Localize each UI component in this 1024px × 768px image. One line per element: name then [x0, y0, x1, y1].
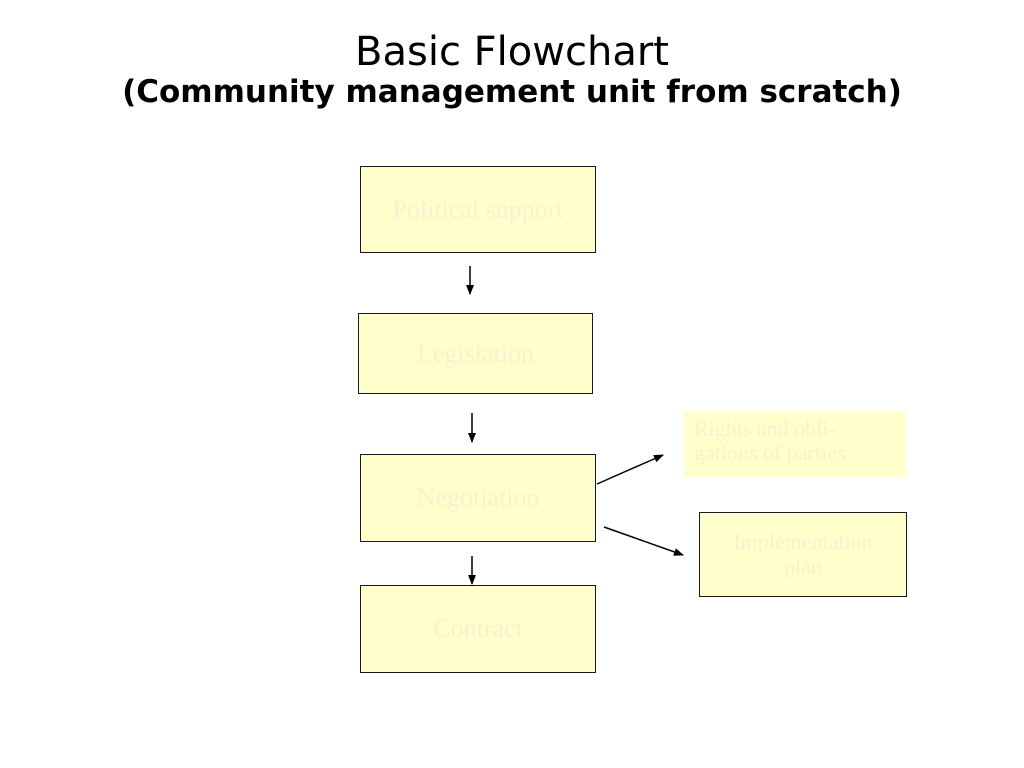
- node-legislation: Legislation: [358, 313, 593, 394]
- node-label: Political support: [392, 194, 564, 224]
- node-label: Implementation plan: [733, 529, 873, 579]
- node-contract: Contract: [360, 585, 596, 673]
- title-main: Basic Flowchart: [355, 29, 669, 75]
- arrow-negotiation-to-rights-and-obligations: [596, 454, 664, 485]
- node-label: Legislation: [417, 338, 534, 368]
- node-political-support: Political support: [360, 166, 596, 253]
- node-label: Negotiation: [416, 483, 540, 513]
- arrow-negotiation-to-implementation-plan: [603, 526, 684, 556]
- title-subtitle: (Community management unit from scratch): [122, 73, 902, 110]
- node-negotiation: Negotiation: [360, 454, 596, 542]
- node-label: Contract: [433, 614, 523, 644]
- slide-title: Basic Flowchart (Community management un…: [0, 30, 1024, 110]
- node-label: Rights and obli- gations of parties: [694, 416, 846, 466]
- node-implementation-plan: Implementation plan: [699, 512, 907, 597]
- node-rights-and-obligations: Rights and obli- gations of parties: [684, 411, 906, 477]
